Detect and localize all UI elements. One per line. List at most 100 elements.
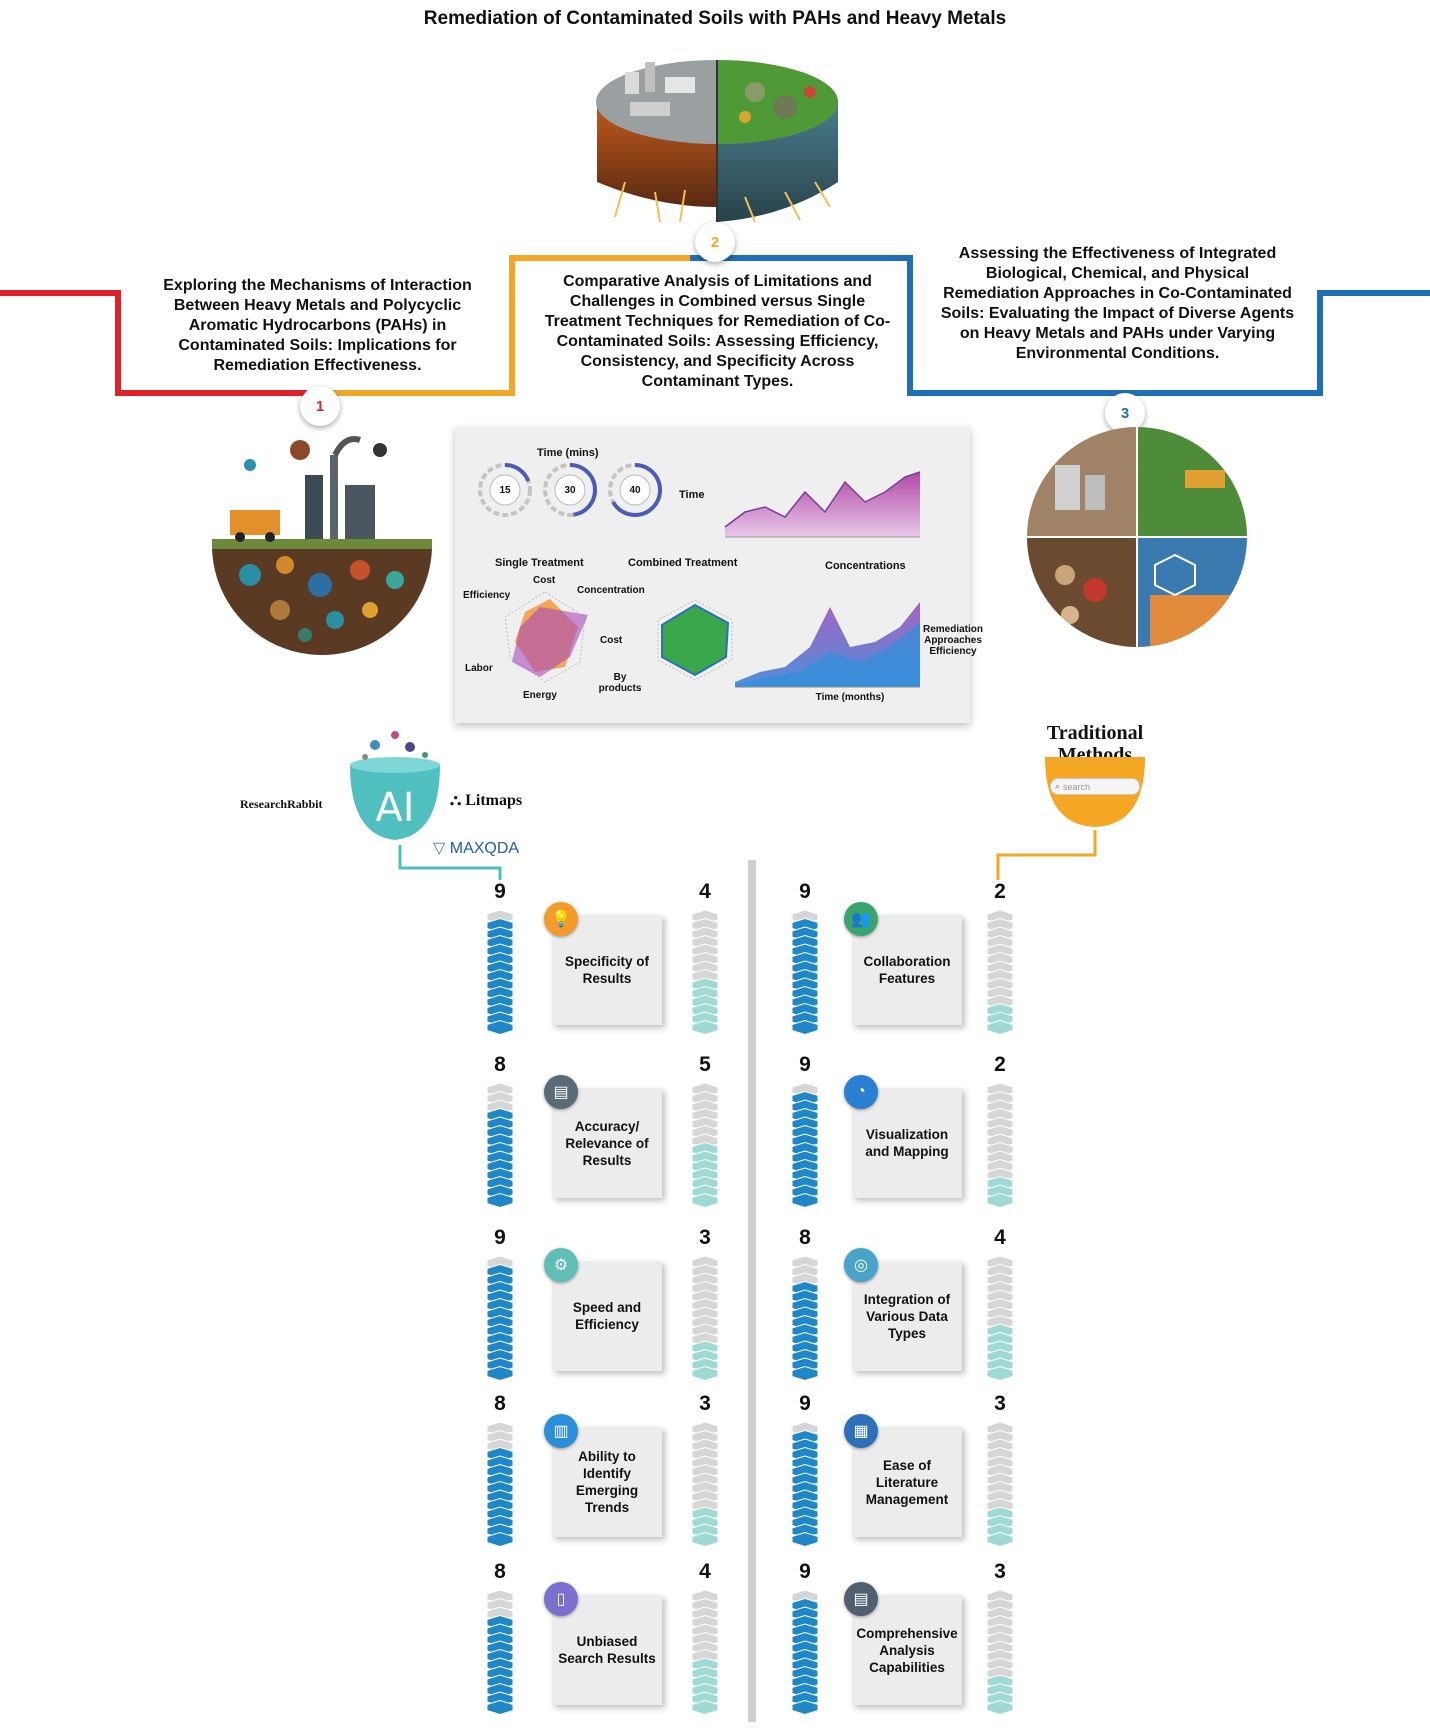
radar-label-energy: Energy	[523, 690, 557, 701]
bar-block	[791, 1699, 819, 1716]
ai-score: 9	[799, 1053, 811, 1076]
radar-label-efficiency: Efficiency	[463, 590, 511, 601]
traditional-score: 4	[699, 880, 711, 903]
criterion-card: Ability to Identify Emerging Trends	[552, 1427, 662, 1537]
maxqda-logo: ▽ MAXQDA	[433, 838, 519, 858]
criterion-label: Speed and Efficiency	[572, 1300, 642, 1332]
topic-badge-3: 3	[1105, 393, 1145, 433]
score-bar	[691, 910, 719, 1036]
concentrations-label: Concentrations	[825, 560, 906, 572]
score-bar	[691, 1590, 719, 1716]
bar-block	[986, 1192, 1014, 1209]
score-bar	[986, 910, 1014, 1036]
traditional-score: 3	[699, 1392, 711, 1415]
score-bar	[486, 910, 514, 1036]
document-icon: ▤	[544, 1075, 578, 1109]
tablet-icon: ▯	[544, 1582, 578, 1616]
score-bar	[791, 1256, 819, 1382]
soil-cross-section-illustration	[596, 60, 838, 222]
ai-score: 9	[494, 880, 506, 903]
topic-3-text: Assessing the Effectiveness of Integrate…	[940, 245, 1295, 362]
bar-block	[986, 1531, 1014, 1548]
traditional-score: 3	[994, 1560, 1006, 1583]
ai-score: 8	[494, 1053, 506, 1076]
ai-bucket	[350, 731, 440, 840]
criterion-label: Ability to Identify Emerging Trends	[575, 1449, 639, 1515]
radar-label-labor: Labor	[465, 663, 493, 674]
ai-score: 9	[799, 1392, 811, 1415]
maxqda-label: MAXQDA	[449, 840, 520, 857]
server-icon: ▦	[844, 1414, 878, 1448]
single-treatment-label: Single Treatment	[495, 557, 584, 569]
pie-chart-icon: ◔	[844, 1075, 878, 1109]
heavy-metals-pah-illustration	[212, 436, 432, 655]
bar-block	[486, 1365, 514, 1382]
criterion-label: Visualization and Mapping	[865, 1127, 949, 1159]
bar-block	[486, 1699, 514, 1716]
search-box[interactable]: ⌕ search	[1050, 778, 1140, 795]
traditional-score: 2	[994, 1053, 1006, 1076]
traditional-score: 4	[994, 1226, 1006, 1249]
score-bar	[791, 1422, 819, 1548]
report-icon: ▤	[844, 1582, 878, 1616]
ai-score: 8	[494, 1392, 506, 1415]
ai-score: 8	[494, 1560, 506, 1583]
people-icon: 👥	[844, 902, 878, 936]
bar-block	[691, 1531, 719, 1548]
bar-block	[986, 1365, 1014, 1382]
spiral-icon: ◎	[844, 1248, 878, 1282]
bar-block	[486, 1531, 514, 1548]
search-placeholder: search	[1063, 781, 1091, 792]
time-axis-label: Time	[679, 489, 705, 501]
maxqda-icon: ▽	[433, 840, 450, 857]
time-mins-label: Time (mins)	[537, 447, 599, 459]
bar-block	[691, 1365, 719, 1382]
bar-block	[691, 1192, 719, 1209]
criterion-card: Speed and Efficiency	[552, 1261, 662, 1371]
score-bar	[691, 1256, 719, 1382]
topic-badge-2: 2	[695, 222, 735, 262]
combined-treatment-radar	[657, 599, 733, 681]
criterion-label: Ease of Literature Management	[865, 1457, 949, 1507]
topic-connector-lines	[0, 255, 1430, 396]
score-bar	[986, 1422, 1014, 1548]
bar-block	[486, 1192, 514, 1209]
litmaps-label: Litmaps	[465, 792, 523, 809]
radar-label-cost-right: Cost	[600, 635, 623, 646]
bar-block	[791, 1192, 819, 1209]
score-bar	[986, 1256, 1014, 1382]
radar-label-cost: Cost	[533, 575, 556, 586]
criterion-card: Integration of Various Data Types	[852, 1261, 962, 1371]
criterion-card: Ease of Literature Management	[852, 1427, 962, 1537]
criterion-label: Comprehensive Analysis Capabilities	[856, 1625, 958, 1675]
criterion-card: Comprehensive Analysis Capabilities	[852, 1595, 962, 1705]
dial-label: 40	[629, 485, 641, 496]
lightbulb-icon: 💡	[544, 902, 578, 936]
score-bar	[486, 1256, 514, 1382]
score-bar	[691, 1422, 719, 1548]
score-bar	[486, 1590, 514, 1716]
bar-block	[986, 1699, 1014, 1716]
radar-label-concentration: Concentration	[577, 585, 645, 596]
traditional-score: 3	[699, 1226, 711, 1249]
score-bar	[486, 1422, 514, 1548]
bar-block	[791, 1531, 819, 1548]
criterion-label: Accuracy/ Relevance of Results	[565, 1118, 649, 1168]
bar-block	[691, 1019, 719, 1036]
remediation-efficiency-chart	[735, 602, 920, 688]
topic-2-text: Comparative Analysis of Limitations and …	[544, 273, 891, 390]
traditional-score: 5	[699, 1053, 711, 1076]
litmaps-icon: ⛬	[450, 792, 466, 809]
traditional-line1: Traditional	[1046, 722, 1144, 744]
bar-block	[791, 1019, 819, 1036]
score-bar	[986, 1590, 1014, 1716]
score-bar	[791, 910, 819, 1036]
criterion-card: Accuracy/ Relevance of Results	[552, 1088, 662, 1198]
bar-chart-icon: ▥	[544, 1414, 578, 1448]
radar-label-byproducts: By products	[598, 672, 642, 694]
traditional-score: 2	[994, 880, 1006, 903]
search-icon: ⌕	[1055, 781, 1061, 791]
score-bar	[486, 1083, 514, 1209]
bar-block	[986, 1019, 1014, 1036]
